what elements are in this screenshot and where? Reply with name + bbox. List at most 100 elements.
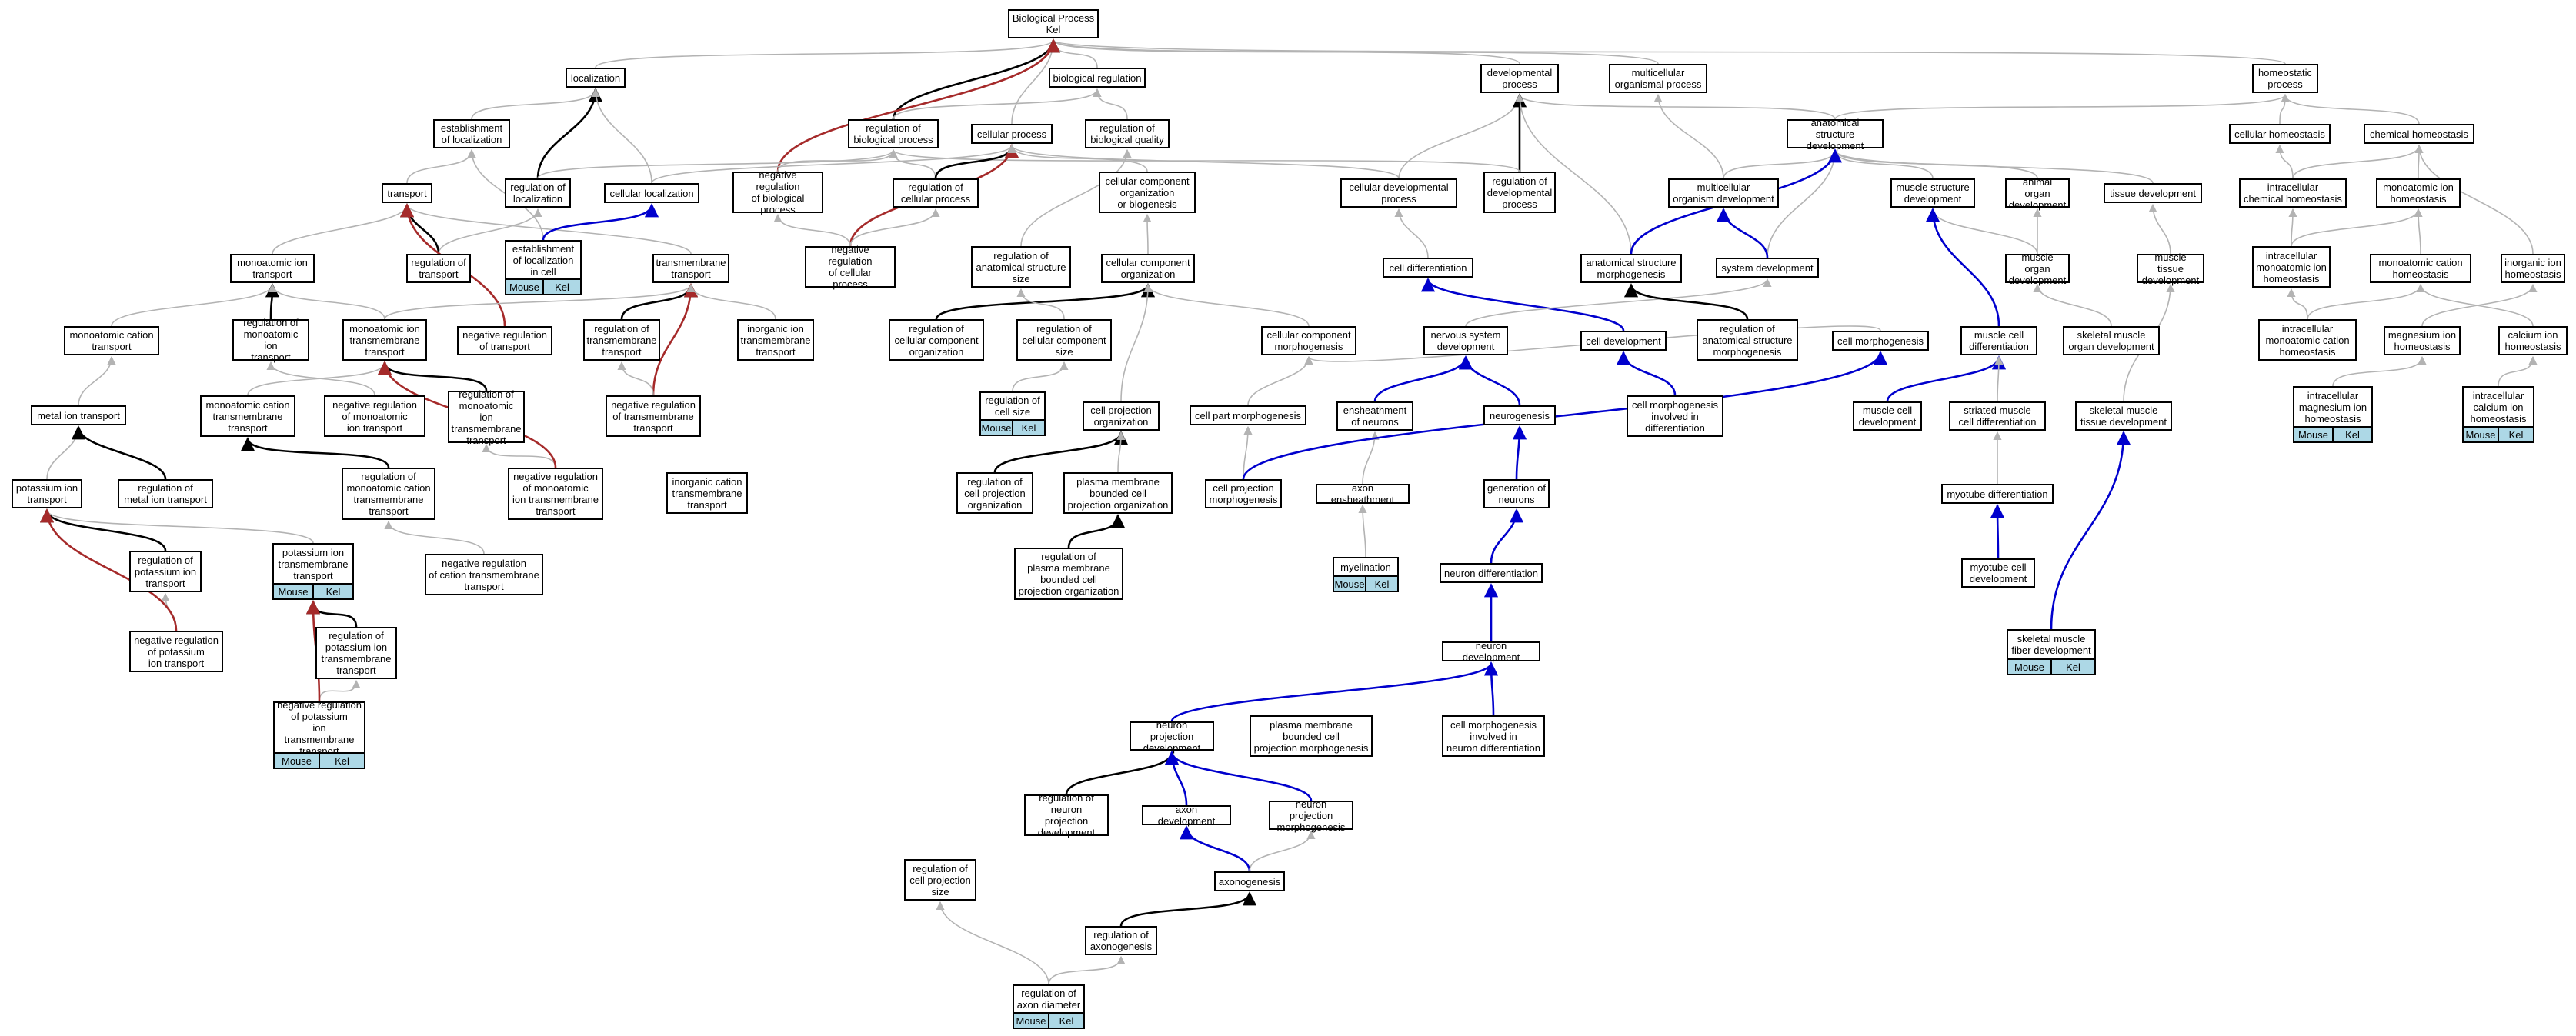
node-metalt[interactable]: metal ion transport [31,405,126,425]
node-ccm[interactable]: cellular component morphogenesis [1261,326,1356,355]
node-cellloc[interactable]: cellular localization [604,183,699,203]
node-regcellsize[interactable]: regulation of cell size [979,391,1046,419]
node-regmcattmt[interactable]: regulation of monoatomic cation transmem… [342,468,435,520]
node-imaihomeo[interactable]: intracellular monoatomic ion homeostasis [2252,246,2331,288]
node-cellp[interactable]: cellular process [971,124,1053,144]
node-chemhomeo[interactable]: chemical homeostasis [2364,124,2474,144]
node-myotdiff[interactable]: myotube differentiation [1941,484,2054,504]
node-asm[interactable]: anatomical structure morphogenesis [1580,254,1682,283]
node-celldev[interactable]: cell development [1580,331,1667,351]
node-negregtr[interactable]: negative regulation of transport [457,326,552,355]
node-mghomeo[interactable]: magnesium ion homeostasis [2384,326,2461,355]
node-negregmait[interactable]: negative regulation of monoatomic ion tr… [324,395,425,437]
node-mustissdev[interactable]: muscle tissue development [2137,252,2204,286]
node-regasm[interactable]: regulation of anatomical structure morph… [1697,319,1798,361]
node-nsd[interactable]: nervous system development [1423,326,1508,355]
node-cpm[interactable]: cell part morphogenesis [1190,405,1306,425]
node-regcps[interactable]: regulation of cell projection size [904,859,976,901]
node-musorgdev[interactable]: muscle organ development [2005,252,2070,286]
node-myelin[interactable]: myelination [1333,557,1399,575]
node-regcco[interactable]: regulation of cellular component organiz… [889,319,984,361]
node-cellhomeo[interactable]: cellular homeostasis [2229,124,2331,144]
node-pmbcpo[interactable]: plasma membrane bounded cell projection … [1063,472,1173,514]
node-regtr[interactable]: regulation of transport [406,254,471,283]
node-inorgtmt[interactable]: inorganic ion transmembrane transport [737,319,814,361]
node-regbp[interactable]: regulation of biological process [848,119,939,148]
node-regcp[interactable]: regulation of cellular process [893,178,979,208]
node-loc[interactable]: localization [566,68,626,88]
node-regmait[interactable]: regulation of monoatomic ion transport [232,317,309,363]
node-tissdev[interactable]: tissue development [2104,183,2202,203]
node-kt[interactable]: potassium ion transport [12,479,82,508]
node-celldiff[interactable]: cell differentiation [1383,258,1473,278]
node-cahomeo[interactable]: calcium ion homeostasis [2498,326,2568,355]
node-multip[interactable]: multicellular organismal process [1609,64,1707,93]
node-npd[interactable]: neuron projection development [1130,719,1214,754]
node-regloc[interactable]: regulation of localization [505,178,571,208]
node-negregtmt[interactable]: negative regulation of transmembrane tra… [606,395,701,437]
node-tmt[interactable]: transmembrane transport [652,254,729,283]
node-imcathomeo[interactable]: intracellular monoatomic cation homeosta… [2258,319,2357,361]
node-neurdiff[interactable]: neuron differentiation [1440,563,1543,583]
node-ktmt[interactable]: potassium ion transmembrane transport [272,543,354,583]
node-homeo[interactable]: homeostatic process [2252,64,2318,93]
node-npm[interactable]: neuron projection morphogenesis [1269,798,1353,833]
node-regcpo[interactable]: regulation of cell projection organizati… [956,472,1033,514]
node-regtmt[interactable]: regulation of transmembrane transport [583,319,660,361]
node-devp[interactable]: developmental process [1480,64,1559,93]
node-cmneurdiff[interactable]: cell morphogenesis involved in neuron di… [1442,715,1545,757]
node-mcathomeo[interactable]: monoatomic cation homeostasis [2370,254,2471,283]
node-cpo[interactable]: cell projection organization [1083,401,1160,431]
node-mcattmt[interactable]: monoatomic cation transmembrane transpor… [200,395,295,437]
node-muscelldev[interactable]: muscle cell development [1853,401,1922,431]
node-regass[interactable]: regulation of anatomical structure size [971,246,1071,288]
node-celldevp[interactable]: cellular developmental process [1340,178,1457,208]
node-icahomeo[interactable]: intracellular calcium ion homeostasis [2462,386,2534,426]
node-muscelldiff[interactable]: muscle cell differentiation [1960,326,2037,355]
node-sysdev[interactable]: system development [1716,258,1819,278]
node-aod[interactable]: animal organ development [2005,176,2070,211]
node-mait[interactable]: monoatomic ion transport [230,254,315,283]
node-inorghomeo[interactable]: inorganic ion homeostasis [2501,254,2565,283]
node-regpmbcpo[interactable]: regulation of plasma membrane bounded ce… [1014,548,1123,600]
node-maihomeo[interactable]: monoatomic ion homeostasis [2376,178,2461,208]
node-regmetalt[interactable]: regulation of metal ion transport [118,479,213,508]
node-inorgcattmt[interactable]: inorganic cation transmembrane transport [666,472,748,514]
node-axdev[interactable]: axon development [1142,804,1231,827]
node-cco[interactable]: cellular component organization [1101,254,1195,283]
node-cpmorph[interactable]: cell projection morphogenesis [1205,479,1282,508]
node-musstrdev[interactable]: muscle structure development [1890,178,1975,208]
node-regkt[interactable]: regulation of potassium ion transport [129,551,202,592]
node-neurogen[interactable]: neurogenesis [1483,405,1556,425]
node-genneur[interactable]: generation of neurons [1483,479,1550,508]
node-estlocc[interactable]: establishment of localization in cell [505,240,582,278]
node-transport[interactable]: transport [382,183,432,203]
node-regaxgen[interactable]: regulation of axonogenesis [1085,926,1157,955]
node-asd[interactable]: anatomical structure development [1787,117,1884,152]
node-axgen[interactable]: axonogenesis [1214,871,1285,891]
node-skmorgdev[interactable]: skeletal muscle organ development [2063,326,2160,355]
node-regaxdiam[interactable]: regulation of axon diameter [1013,984,1085,1012]
node-regktmt[interactable]: regulation of potassium ion transmembran… [315,627,397,679]
node-regbq[interactable]: regulation of biological quality [1085,119,1170,148]
node-regdevp[interactable]: regulation of developmental process [1483,172,1556,213]
node-estloc[interactable]: establishment of localization [433,119,510,148]
node-myotdev[interactable]: myotube cell development [1961,558,2035,588]
node-maitmt[interactable]: monoatomic ion transmembrane transport [342,319,427,361]
node-biorg[interactable]: biological regulation [1049,68,1146,88]
node-regnpd[interactable]: regulation of neuron projection developm… [1024,792,1109,838]
node-neurdev[interactable]: neuron development [1442,640,1540,663]
node-negregcp[interactable]: negative regulation of cellular process [805,244,896,290]
node-axensh[interactable]: axon ensheathment [1316,482,1410,505]
node-negregkt[interactable]: negative regulation of potassium ion tra… [129,631,223,672]
node-cmdiff[interactable]: cell morphogenesis involved in different… [1627,395,1723,437]
node-ccob[interactable]: cellular component organization or bioge… [1099,172,1196,213]
node-mcatt[interactable]: monoatomic cation transport [64,326,159,355]
node-negregmaitmt[interactable]: negative regulation of monoatomic ion tr… [508,468,603,520]
node-negregbp[interactable]: negative regulation of biological proces… [732,169,823,215]
node-pmbcpm[interactable]: plasma membrane bounded cell projection … [1250,715,1373,757]
node-regmaitmt[interactable]: regulation of monoatomic ion transmembra… [448,388,525,446]
node-bp[interactable]: Biological Process Kel [1008,9,1099,38]
node-cellmorph[interactable]: cell morphogenesis [1832,331,1929,351]
node-skmtissdev[interactable]: skeletal muscle tissue development [2075,401,2172,431]
